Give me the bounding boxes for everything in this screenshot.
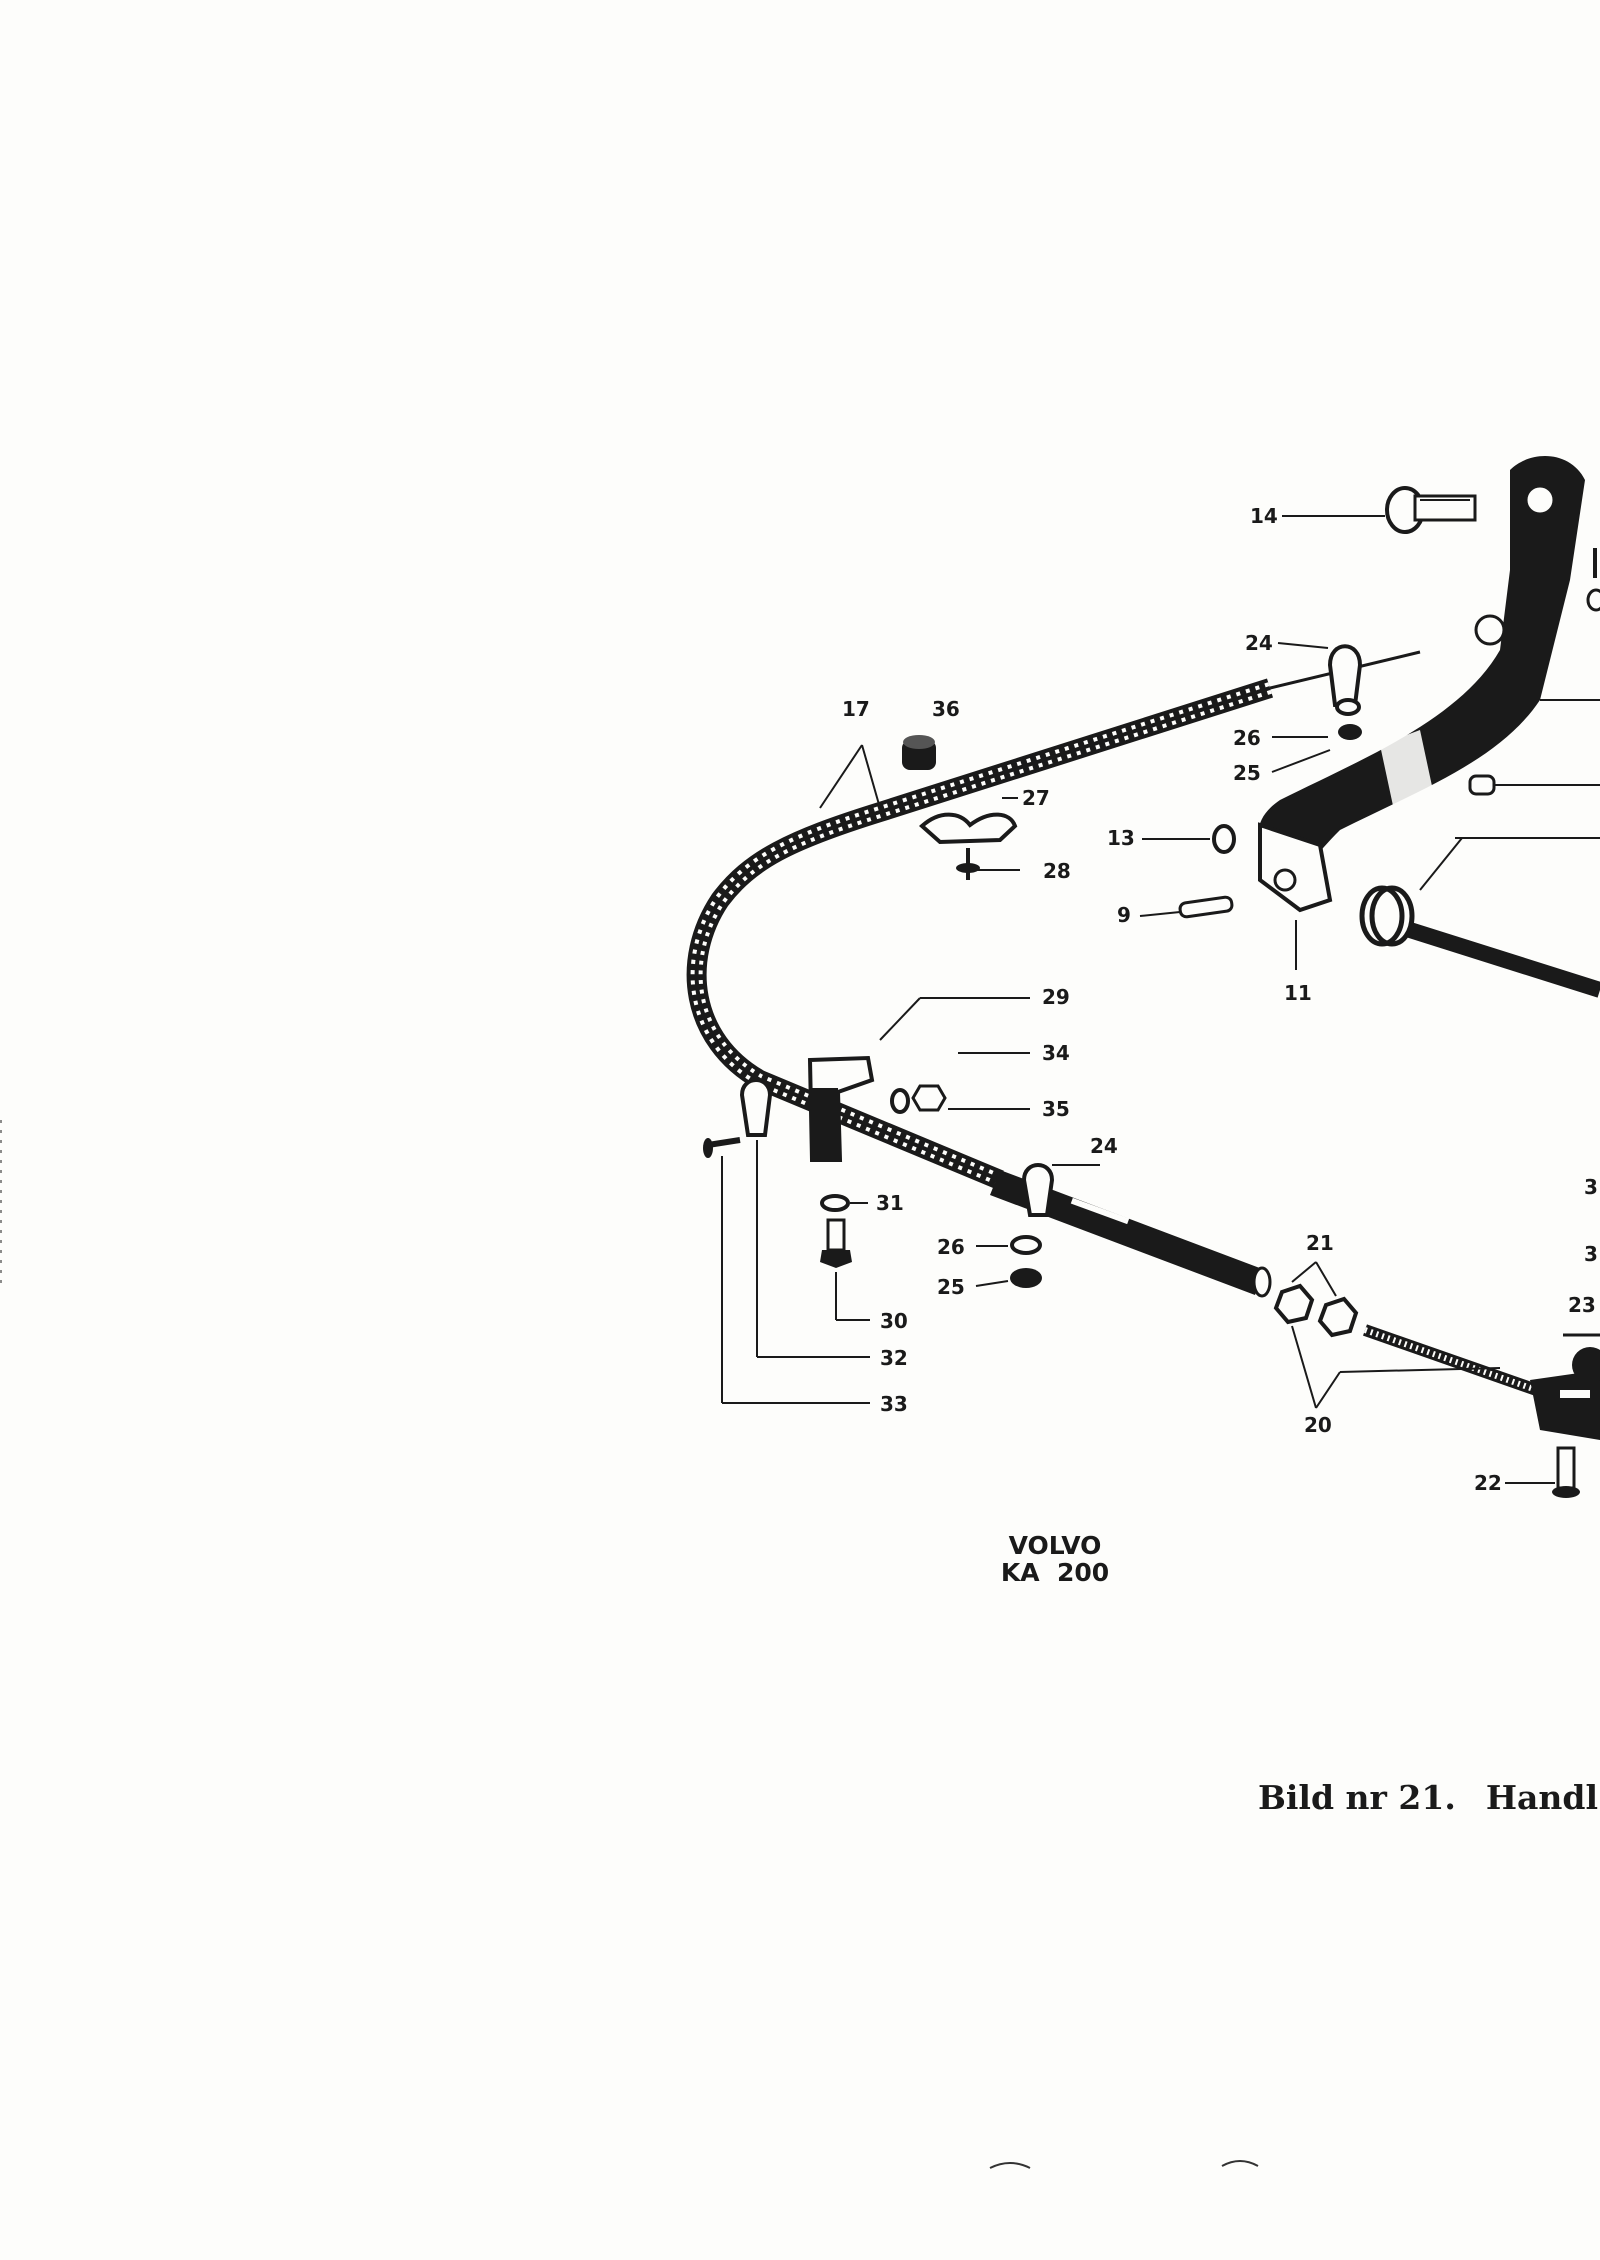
callout-3-partial-a: 3 [1584,1175,1598,1199]
threaded-rod [1363,1324,1567,1406]
smudge-mark [989,2162,1031,2169]
screw-28 [956,848,980,880]
nut-34 [911,1084,947,1112]
callout-34: 34 [1042,1041,1070,1065]
margin-tick-marks [0,1120,2,1290]
nut-25-lower [1010,1268,1042,1288]
callout-17: 17 [842,697,870,721]
pin-9 [1178,895,1234,919]
washer-26-lower [1010,1235,1042,1255]
callout-14: 14 [1250,504,1278,528]
callout-22: 22 [1474,1471,1502,1495]
callout-24-lower: 24 [1090,1134,1118,1158]
nut-20-b [1317,1296,1359,1338]
bolt-30 [820,1218,852,1268]
callout-32: 32 [880,1346,908,1370]
callout-23: 23 [1568,1293,1596,1317]
screw-33 [703,1137,741,1158]
caption-number: Bild nr 21. [1258,1778,1456,1817]
bolt-14 [1385,486,1477,534]
handbrake-lever [1258,456,1585,913]
clamp-24-upper [1327,644,1363,707]
callout-26-lower: 26 [937,1235,965,1259]
model-label-line1: VOLVO [1008,1531,1102,1560]
washer-31 [820,1194,850,1212]
callout-25-lower: 25 [937,1275,965,1299]
callout-21: 21 [1306,1231,1334,1255]
figure-caption: Bild nr 21. Handl [1258,1778,1598,1817]
callout-36: 36 [932,697,960,721]
grommet-36 [902,735,936,770]
clevis-pin [1552,1446,1580,1498]
callout-9: 9 [1117,903,1131,927]
model-label-line2: KA 200 [1000,1558,1110,1587]
nut-25-upper [1338,724,1362,740]
cable-clip-27 [918,812,1018,845]
cable-sheath [686,678,1274,1190]
cable-end-tube [990,1170,1272,1298]
callout-30: 30 [880,1309,908,1333]
clevis-yoke [1530,1333,1600,1440]
callout-26-upper: 26 [1233,726,1261,750]
callout-3-partial-b: 3 [1584,1242,1598,1266]
washer-35 [890,1088,910,1114]
callout-27: 27 [1022,786,1050,810]
smudge-mark [1221,2160,1259,2167]
clamp-32 [739,1078,773,1137]
bracket-29 [807,1055,875,1162]
clamp-24-lower [1021,1163,1055,1217]
washer-13 [1212,824,1236,854]
callout-29: 29 [1042,985,1070,1009]
callout-24-upper: 24 [1245,631,1273,655]
return-spring [1359,885,1600,998]
caption-title: Handl [1485,1778,1598,1817]
edge-parts [1468,548,1600,796]
callout-35: 35 [1042,1097,1070,1121]
callout-31: 31 [876,1191,904,1215]
callout-11: 11 [1284,981,1312,1005]
callout-33: 33 [880,1392,908,1416]
model-label: VOLVO KA 200 [990,1532,1120,1586]
callout-20: 20 [1304,1413,1332,1437]
nut-20-a [1273,1283,1315,1325]
washer-26-upper [1335,698,1361,716]
callout-25-upper: 25 [1233,761,1261,785]
leader-lines [721,515,1600,1484]
callout-28: 28 [1043,859,1071,883]
callout-13: 13 [1107,826,1135,850]
